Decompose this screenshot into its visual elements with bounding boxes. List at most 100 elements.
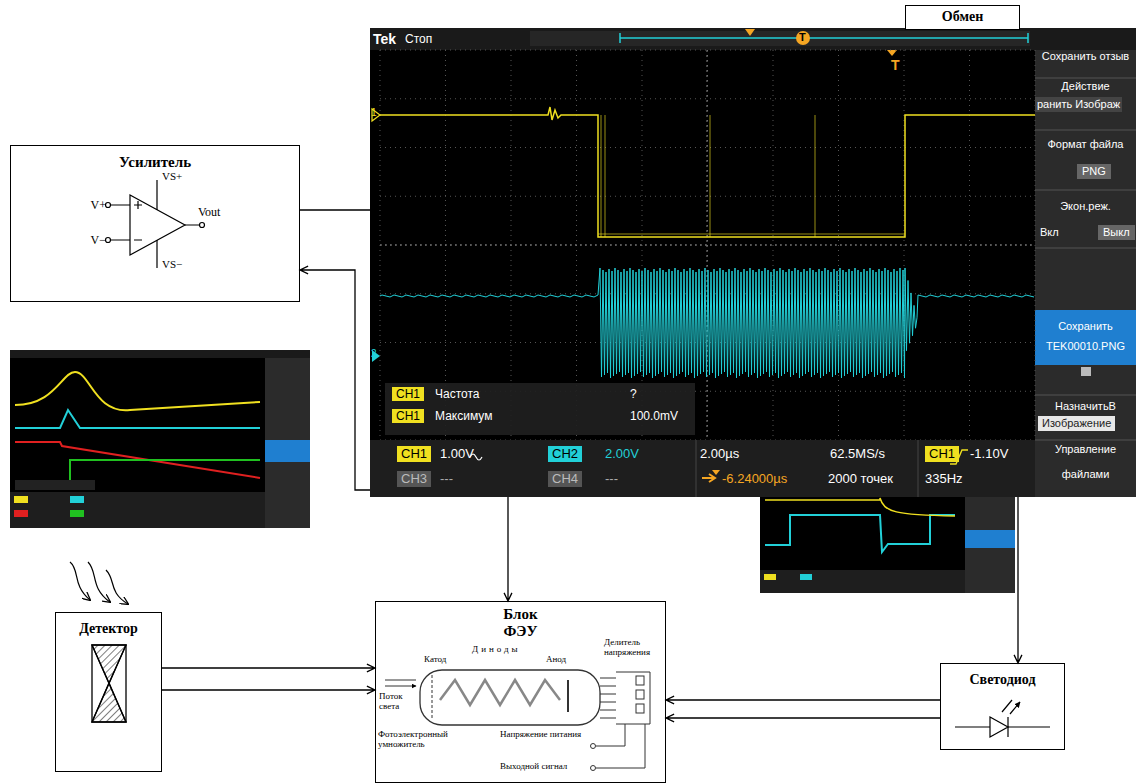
small-screenshot — [965, 530, 1015, 548]
oscilloscope-screen — [385, 383, 695, 435]
op-amp-symbol — [134, 201, 142, 240]
scope-readout: 2.00µs — [700, 446, 739, 462]
pmt-drawing — [636, 704, 644, 713]
oscilloscope-screen — [887, 50, 897, 56]
small-screenshot — [764, 574, 776, 580]
scope-readout: TEK00010.PNG — [1035, 340, 1136, 353]
oscilloscope-screen — [598, 115, 905, 237]
pmt-block-box: Блок ФЭУ — [375, 601, 666, 783]
op-amp-symbol — [106, 238, 111, 243]
small-screenshot — [800, 574, 812, 580]
radiation-arrows — [88, 562, 110, 602]
small-screenshot — [265, 440, 310, 462]
oscilloscope-screen — [745, 29, 755, 36]
scope-readout: 1 — [371, 107, 377, 119]
led-symbol — [955, 717, 1050, 737]
pmt-drawing — [596, 724, 645, 768]
small-screenshot — [70, 496, 84, 503]
scope-readout: --- — [440, 471, 453, 487]
part-label: Катод — [424, 655, 474, 665]
part-label: Выходной сигнал — [500, 762, 588, 772]
small-screenshot — [765, 515, 955, 552]
label-box: Обмен — [905, 5, 1020, 30]
pin-name: Vout — [198, 206, 238, 219]
pin-name: VS+ — [162, 170, 202, 182]
small-screenshot — [15, 480, 95, 490]
oscilloscope-screen — [1035, 50, 1136, 497]
led-symbol — [955, 700, 1050, 737]
scope-readout: Tek — [373, 31, 396, 48]
oscilloscope-screen — [969, 50, 970, 440]
connector-arrow — [162, 664, 375, 694]
pmt-drawing — [420, 670, 600, 725]
oscilloscope-screen — [702, 474, 715, 482]
scope-readout: --- — [605, 471, 618, 487]
oscilloscope-screen — [380, 147, 1035, 148]
box-title: Усилитель — [11, 146, 299, 171]
oscilloscope-screen: TekСтопСохранить отзывДействиеранить Изо… — [370, 28, 1136, 497]
oscilloscope-screen — [370, 28, 1136, 497]
scope-readout: 62.5MS/s — [830, 446, 885, 462]
connector-arrow — [300, 266, 370, 490]
oscilloscope-screen — [530, 31, 1030, 46]
pmt-drawing — [616, 672, 650, 724]
scope-readout: Действие — [1035, 80, 1136, 93]
pmt-drawing — [591, 744, 596, 749]
small-screenshot — [10, 350, 310, 358]
box-title: Обмен — [906, 6, 1019, 25]
pin-name: VS− — [162, 258, 202, 270]
scope-readout: CH1 — [392, 387, 424, 401]
op-amp-symbol — [110, 180, 200, 268]
op-amp-symbol — [106, 180, 205, 268]
scope-readout: Максимум — [435, 409, 492, 423]
oscilloscope-screen — [838, 50, 839, 440]
radiation-arrows — [106, 570, 128, 604]
small-screenshot — [70, 510, 84, 517]
scope-readout: -6.24000µs — [722, 471, 787, 487]
scope-readout: Частота — [435, 387, 479, 401]
scope-readout: 1.00V — [440, 446, 474, 462]
scope-readout: 2 — [371, 348, 377, 360]
oscilloscope-screen — [712, 470, 720, 475]
detector-symbol — [92, 645, 126, 722]
radiation-arrows — [70, 562, 90, 600]
scope-readout: файлами — [1035, 468, 1136, 481]
connector-arrow — [1014, 497, 1022, 663]
oscilloscope-screen — [380, 342, 1035, 343]
led-box: Светодиод — [940, 663, 1065, 750]
scope-readout: CH1 — [397, 446, 431, 462]
detector-symbol — [92, 645, 126, 722]
scope-readout: CH1 — [925, 446, 959, 462]
oscilloscope-screen — [1081, 367, 1091, 376]
oscilloscope-screen — [370, 28, 1136, 50]
box-title: Блок ФЭУ — [491, 602, 551, 641]
small-screenshot — [760, 497, 1015, 593]
led-symbol — [1002, 700, 1020, 714]
box-title: Светодиод — [941, 664, 1064, 688]
small-screenshot — [14, 510, 28, 517]
small-screenshot — [15, 410, 260, 428]
scope-readout: Сохранить отзыв — [1035, 50, 1136, 63]
detector-box: Детектор — [55, 612, 162, 772]
oscilloscope-screen — [370, 28, 1136, 497]
oscilloscope-screen — [380, 107, 1035, 237]
op-amp-symbol — [200, 223, 205, 228]
scope-readout: Сохранить — [1035, 320, 1136, 333]
oscilloscope-screen — [707, 50, 708, 440]
scope-readout: Изображение — [1038, 416, 1115, 431]
pmt-drawing — [600, 678, 616, 718]
pmt-drawing — [567, 680, 569, 712]
oscilloscope-screen — [380, 98, 1035, 99]
oscilloscope-screen — [380, 268, 1034, 378]
scope-readout: Формат файла — [1035, 138, 1136, 151]
scope-readout: Экон.реж. — [1035, 200, 1136, 213]
oscilloscope-screen — [707, 50, 708, 440]
detector-symbol — [92, 645, 126, 722]
scope-readout: CH1 — [392, 409, 424, 423]
box-title: Детектор — [56, 613, 161, 637]
radiation-arrows — [70, 562, 128, 604]
part-label: Фотоэлектронный умножитель — [378, 730, 468, 750]
connector-arrow — [666, 696, 940, 722]
